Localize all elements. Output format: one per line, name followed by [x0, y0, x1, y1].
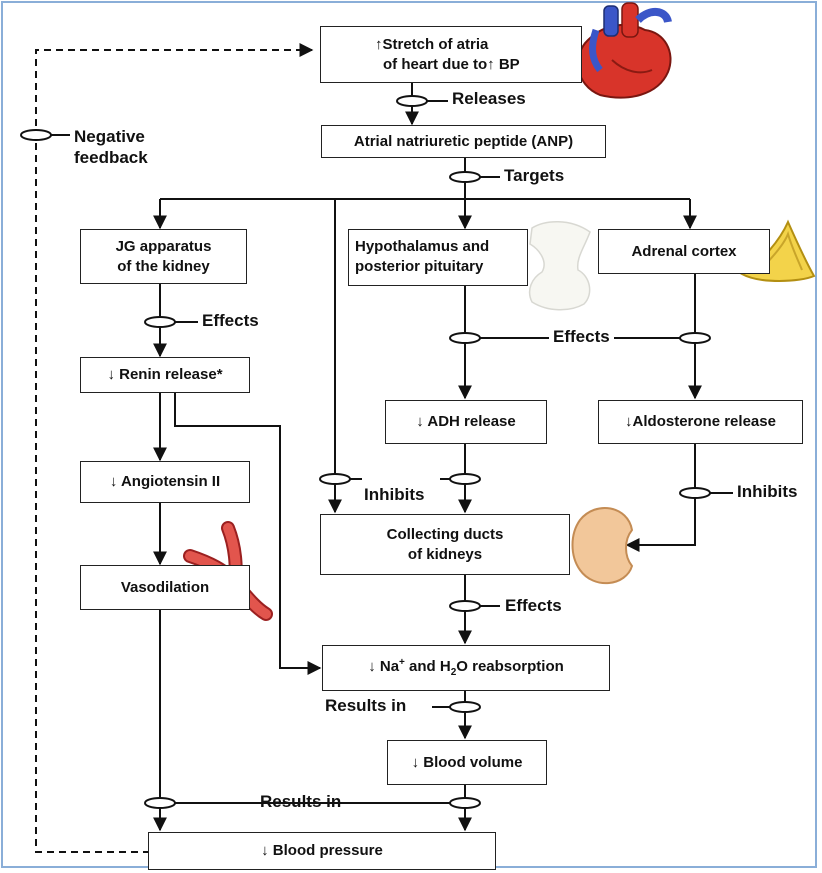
- arrow-aldo-to-collecting: [625, 444, 696, 552]
- adh-box: ↓ ADH release: [385, 400, 547, 444]
- pituitary-icon: [528, 221, 591, 311]
- adrenal-cortex-box: Adrenal cortex: [598, 229, 770, 274]
- stretch-box: ↑Stretch of atria of heart due to↑ BP: [320, 26, 582, 83]
- effects-mid-label: Effects: [549, 327, 614, 347]
- negative-feedback-label: Negative feedback: [74, 127, 148, 167]
- vasodilation-box: Vasodilation: [80, 565, 250, 610]
- anp-box: Atrial natriuretic peptide (ANP): [321, 125, 606, 158]
- angiotensin-box: ↓ Angiotensin II: [80, 461, 250, 503]
- targets-label: Targets: [504, 166, 565, 185]
- arrow-renin-to-na: [174, 393, 322, 675]
- renin-box: ↓ Renin release*: [80, 357, 250, 393]
- blood-volume-box: ↓ Blood volume: [387, 740, 547, 785]
- results-in-2-label: Results in: [260, 792, 342, 811]
- inhibits-right-label: Inhibits: [737, 482, 798, 501]
- collecting-ducts-box: Collecting ducts of kidneys: [320, 514, 570, 575]
- stretch-line-2: of heart due to↑ BP: [383, 56, 520, 73]
- inhibits-mid-label: Inhibits: [364, 485, 425, 504]
- effects-jg-label: Effects: [202, 311, 259, 330]
- blood-pressure-box: ↓ Blood pressure: [148, 832, 496, 870]
- hypothalamus-box: Hypothalamus and posterior pituitary: [348, 229, 528, 286]
- results-in-1-label: Results in: [325, 696, 407, 715]
- jg-apparatus-box: JG apparatus of the kidney: [80, 229, 247, 284]
- negative-feedback-loop: [35, 43, 314, 853]
- effects-collecting-label: Effects: [505, 596, 562, 615]
- releases-label: Releases: [452, 89, 526, 108]
- aldosterone-box: ↓Aldosterone release: [598, 400, 803, 444]
- na-reabsorption-box: ↓ Na+ and H2O reabsorption: [322, 645, 610, 691]
- kidney-icon: [571, 506, 634, 585]
- heart-icon: [577, 2, 672, 99]
- stretch-line-1: ↑Stretch of atria: [375, 36, 489, 53]
